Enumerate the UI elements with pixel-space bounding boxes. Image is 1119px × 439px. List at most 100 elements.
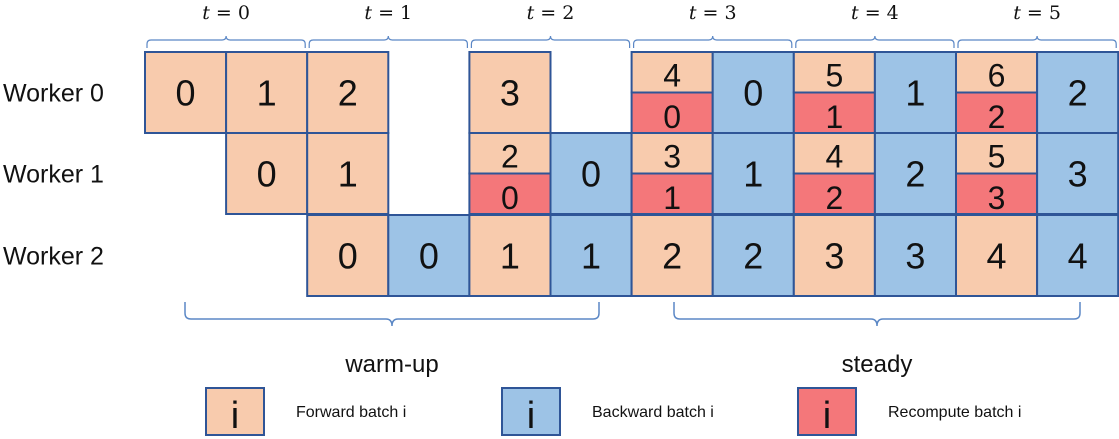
time-variable: t (689, 2, 697, 24)
legend-backward-label: Backward batch i (592, 404, 714, 421)
forward-batch-number: 3 (663, 139, 681, 175)
backward-cell (1036, 132, 1119, 215)
time-step-label: t = 1 (364, 2, 412, 24)
forward-batch-number: 2 (338, 73, 358, 114)
forward-batch-number: 6 (988, 58, 1006, 94)
time-variable: t (527, 2, 535, 24)
recompute-batch-number: 0 (663, 99, 681, 135)
forward-batch-number: 2 (662, 236, 682, 277)
forward-batch-number: 1 (338, 154, 358, 195)
backward-batch-number: 2 (905, 154, 925, 195)
time-variable: t (1013, 2, 1021, 24)
forward-batch-number: 4 (825, 139, 843, 175)
recompute-batch-number: 1 (663, 180, 681, 216)
time-value: = 2 (534, 2, 574, 24)
forward-batch-number: 1 (500, 236, 520, 277)
backward-cell (711, 51, 795, 134)
forward-batch-number: 4 (987, 236, 1007, 277)
backward-batch-number: 0 (743, 73, 763, 114)
backward-cell (873, 214, 958, 297)
forward-batch-number: 0 (257, 154, 277, 195)
recompute-batch-number: 3 (988, 180, 1006, 216)
time-step-brace (470, 35, 631, 48)
legend-forward-swatch (205, 387, 265, 436)
worker-label: Worker 1 (3, 161, 104, 189)
time-step-brace (308, 35, 468, 48)
backward-batch-number: 3 (1068, 154, 1088, 195)
backward-cell (711, 214, 795, 297)
forward-batch-number: 5 (988, 139, 1006, 175)
backward-batch-number: 2 (1068, 73, 1088, 114)
forward-cell (225, 51, 309, 134)
legend-recompute-label: Recompute batch i (888, 404, 1021, 421)
time-variable: t (202, 2, 210, 24)
forward-cell (468, 214, 552, 297)
backward-batch-number: 1 (743, 154, 763, 195)
recompute-batch-number: 1 (825, 99, 843, 135)
forward-cell (306, 51, 390, 134)
backward-batch-number: 0 (581, 154, 601, 195)
time-step-label: t = 3 (689, 2, 737, 24)
forward-cell (630, 214, 714, 297)
recompute-batch-number: 2 (825, 180, 843, 216)
forward-batch-number: 0 (176, 73, 196, 114)
time-step-label: t = 2 (527, 2, 575, 24)
time-step-brace (795, 35, 955, 48)
time-variable: t (364, 2, 372, 24)
time-step-label: t = 4 (851, 2, 899, 24)
time-step-brace (146, 35, 306, 48)
forward-batch-number: 3 (824, 236, 844, 277)
time-value: = 0 (210, 2, 250, 24)
backward-cell (873, 132, 958, 215)
worker-label: Worker 0 (3, 80, 104, 108)
recompute-half-cell (468, 172, 552, 215)
forward-half-cell (792, 132, 876, 175)
legend-forward-glyph: i (231, 395, 239, 437)
forward-cell (468, 51, 552, 134)
time-step-brace (633, 35, 793, 48)
backward-cell (1036, 214, 1119, 297)
recompute-half-cell (792, 172, 876, 215)
worker-label: Worker 2 (3, 243, 104, 271)
backward-batch-number: 3 (905, 236, 925, 277)
recompute-half-cell (630, 91, 714, 134)
time-value: = 1 (372, 2, 412, 24)
backward-cell (1036, 51, 1119, 134)
time-step-label: t = 5 (1013, 2, 1061, 24)
legend-recompute-swatch (797, 387, 857, 436)
time-step-brace (957, 35, 1117, 48)
backward-batch-number: 1 (905, 73, 925, 114)
time-variable: t (851, 2, 859, 24)
backward-cell (711, 132, 795, 215)
forward-cell (306, 132, 390, 215)
backward-batch-number: 1 (581, 236, 601, 277)
forward-cell (225, 132, 309, 215)
steady-brace (673, 302, 1081, 327)
time-value: = 3 (696, 2, 736, 24)
forward-batch-number: 3 (500, 73, 520, 114)
backward-batch-number: 4 (1068, 236, 1088, 277)
forward-batch-number: 2 (501, 139, 519, 175)
forward-batch-number: 4 (663, 58, 681, 94)
recompute-half-cell (955, 172, 1039, 215)
forward-batch-number: 1 (257, 73, 277, 114)
forward-batch-number: 5 (825, 58, 843, 94)
recompute-half-cell (630, 172, 714, 215)
legend-backward-glyph: i (527, 395, 535, 437)
forward-cell (955, 214, 1039, 297)
time-value: = 5 (1021, 2, 1061, 24)
recompute-batch-number: 2 (988, 99, 1006, 135)
time-value: = 4 (859, 2, 899, 24)
steady-label: steady (842, 351, 913, 378)
warm-up-brace (184, 302, 600, 327)
time-step-label: t = 0 (202, 2, 250, 24)
warm-up-label: warm-up (344, 351, 438, 378)
legend-recompute-glyph: i (823, 395, 831, 437)
forward-batch-number: 0 (338, 236, 358, 277)
backward-batch-number: 0 (419, 236, 439, 277)
backward-cell (549, 214, 633, 297)
backward-batch-number: 2 (743, 236, 763, 277)
recompute-batch-number: 0 (501, 180, 519, 216)
legend-backward-swatch (501, 387, 561, 436)
